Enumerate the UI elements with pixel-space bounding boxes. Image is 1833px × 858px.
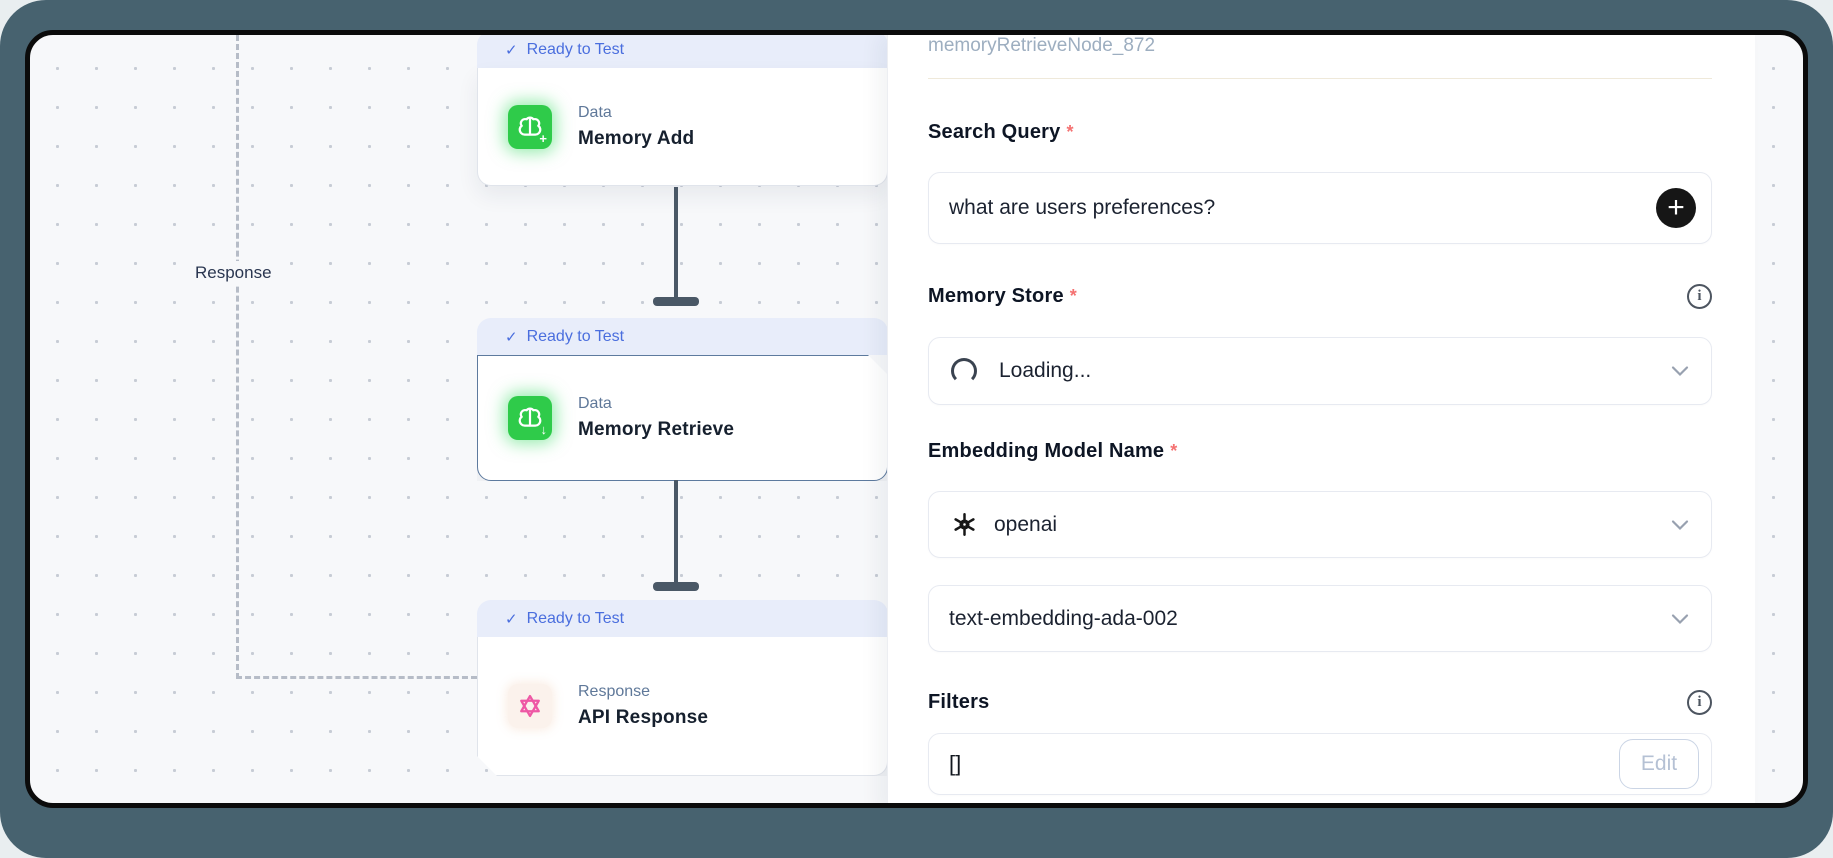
search-query-label: Search Query* [928,121,1074,143]
node-title: API Response [578,707,709,728]
divider [928,78,1712,79]
node-api-response[interactable]: ✓ Ready to Test Response API Response [477,600,888,776]
node-title: Memory Retrieve [578,419,735,440]
embedding-model-label: Embedding Model Name* [928,440,1178,462]
brain-add-icon: + [508,104,552,149]
connector-line [674,480,678,584]
connector-handle[interactable] [653,297,699,306]
embedding-model-value: text-embedding-ada-002 [949,606,1178,630]
app-window: Response ✓ Ready to Test + [25,30,1808,808]
node-memory-retrieve[interactable]: ✓ Ready to Test ↓ Data Memory Retrieve [477,318,888,481]
properties-panel: memoryRetrieveNode_872 Search Query* wha… [887,35,1755,803]
node-card[interactable]: + Data Memory Add [477,68,888,186]
check-icon: ✓ [505,328,518,346]
filters-value: [] [949,751,962,776]
flow-canvas[interactable]: Response ✓ Ready to Test + [30,35,1803,803]
add-variable-button[interactable]: + [1656,188,1696,228]
filters-field[interactable]: [] Edit [928,733,1712,795]
required-asterisk: * [1066,122,1074,142]
node-memory-add[interactable]: ✓ Ready to Test + Data Memory Add [477,35,888,186]
edge-label: Response [190,261,277,285]
spinner-icon [951,358,977,384]
memory-store-label: Memory Store* [928,285,1077,307]
brain-retrieve-icon: ↓ [508,396,552,440]
memory-store-select[interactable]: Loading... [928,337,1712,405]
node-card[interactable]: Response API Response [477,637,888,776]
required-asterisk: * [1170,441,1178,461]
check-icon: ✓ [505,41,518,59]
api-response-icon [508,684,552,728]
node-card-selected[interactable]: ↓ Data Memory Retrieve [477,355,888,481]
search-query-input[interactable]: what are users preferences? + [928,172,1712,244]
openai-logo-icon [954,513,975,536]
chevron-down-icon [1671,613,1689,624]
chevron-down-icon [1671,519,1689,530]
connector-line [674,187,678,299]
node-category: Data [578,395,612,412]
filters-label: Filters [928,691,990,713]
status-text: Ready to Test [526,327,625,345]
plus-glyph: + [539,130,547,146]
memory-store-value: Loading... [999,359,1092,382]
connector-handle[interactable] [653,582,699,591]
info-icon[interactable]: i [1687,284,1712,309]
required-asterisk: * [1069,286,1077,306]
status-text: Ready to Test [526,609,625,627]
node-title: Memory Add [578,127,695,149]
search-query-value[interactable]: what are users preferences? [949,196,1216,219]
status-badge: ✓ Ready to Test [477,318,888,355]
embedding-provider-select[interactable]: openai [928,491,1712,558]
embedding-model-select[interactable]: text-embedding-ada-002 [928,585,1712,652]
node-category: Response [578,683,651,700]
status-badge: ✓ Ready to Test [477,35,888,68]
info-icon[interactable]: i [1687,690,1712,715]
node-id-title: memoryRetrieveNode_872 [928,35,1156,56]
check-icon: ✓ [505,610,518,628]
down-arrow-glyph: ↓ [540,422,547,437]
chevron-down-icon [1671,366,1689,377]
response-edge-horizontal [236,676,477,679]
edit-filters-button[interactable]: Edit [1619,739,1699,789]
response-edge-vertical [236,35,239,679]
node-category: Data [578,103,612,121]
status-text: Ready to Test [526,40,625,58]
status-badge: ✓ Ready to Test [477,600,888,637]
embedding-provider-value: openai [994,512,1058,536]
